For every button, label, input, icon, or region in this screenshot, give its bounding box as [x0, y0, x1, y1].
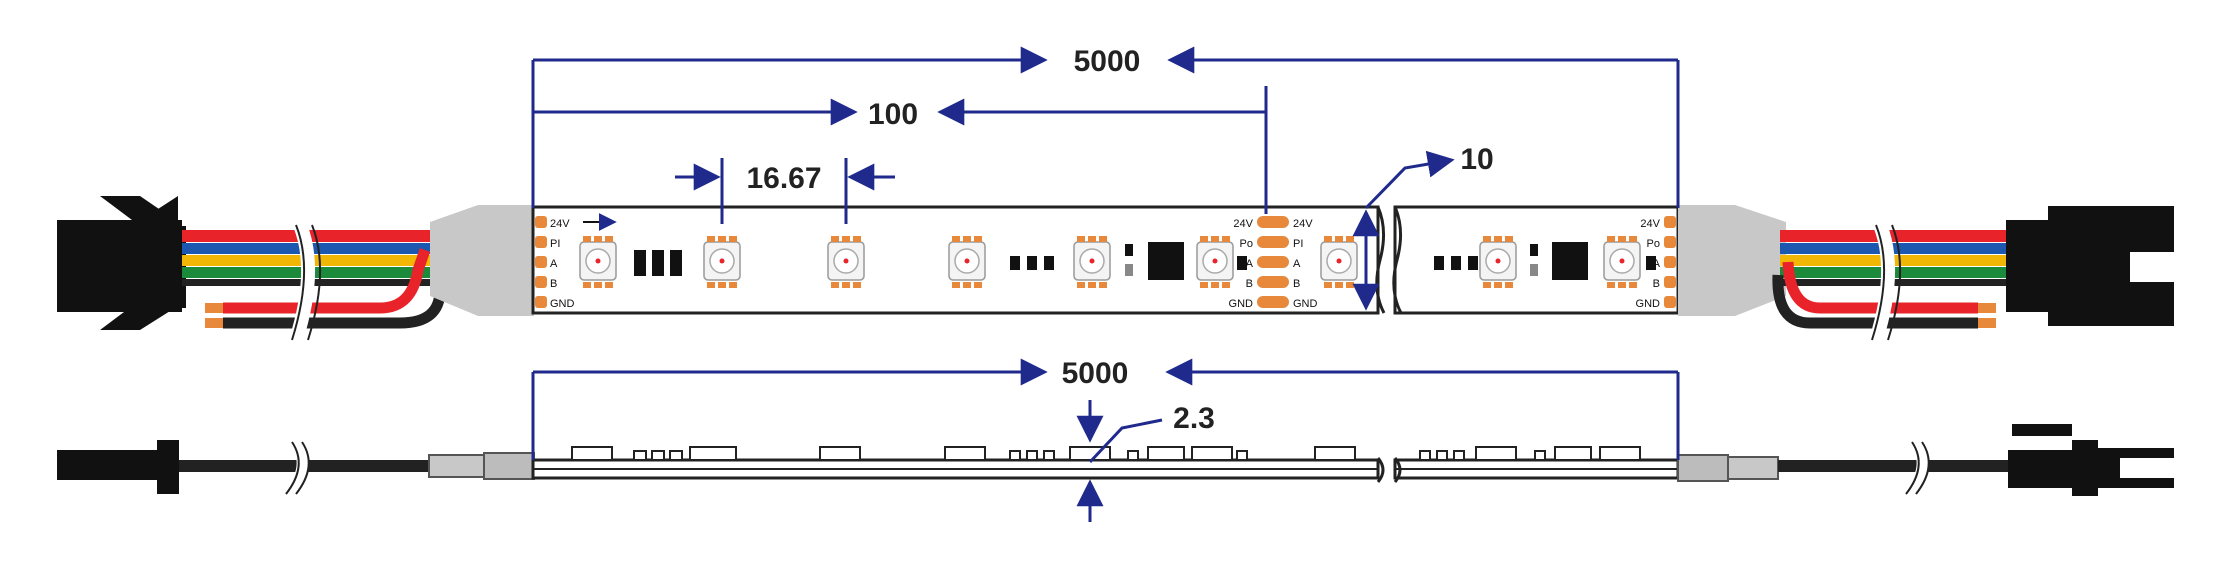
led-chip: [827, 236, 865, 288]
pin-label-mid-left-2: A: [1246, 258, 1254, 270]
pin-label-mid-right-4: GND: [1293, 298, 1318, 310]
pin-label-right-3: B: [1653, 278, 1660, 290]
resistors: [634, 244, 1656, 276]
pin-label-mid-left-1: Po: [1240, 238, 1253, 250]
pin-label-left-4: GND: [550, 298, 575, 310]
dimension-led-pitch: 16.67: [675, 158, 895, 224]
pin-label-mid-right-0: 24V: [1293, 218, 1313, 230]
pin-label-right-4: GND: [1636, 298, 1661, 310]
pin-label-mid-right-3: B: [1293, 278, 1300, 290]
pin-label-mid-left-3: B: [1246, 278, 1253, 290]
cut-length-label: 100: [868, 98, 918, 131]
dimension-side-length: 5000: [531, 357, 1680, 460]
right-pads: [1664, 216, 1676, 308]
side-length-label: 5000: [1062, 357, 1129, 390]
left-pads: [535, 216, 547, 308]
pin-label-mid-left-4: GND: [1229, 298, 1254, 310]
driver-ic: [1148, 242, 1588, 280]
pin-label-left-1: PI: [550, 238, 560, 250]
pin-label-right-0: 24V: [1640, 218, 1660, 230]
pin-label-mid-right-2: A: [1293, 258, 1301, 270]
led-chips: [579, 236, 1641, 288]
left-connector-top: [57, 196, 186, 330]
led-chip: [1320, 236, 1358, 288]
led-chip: [579, 236, 617, 288]
led-chip: [1603, 236, 1641, 288]
pin-label-mid-left-0: 24V: [1233, 218, 1253, 230]
left-wires: [182, 222, 446, 343]
width-label: 10: [1460, 143, 1493, 176]
dimension-strip-length: 5000: [531, 45, 1680, 208]
dimension-cut-length: 100: [533, 86, 1268, 214]
pin-label-mid-right-1: PI: [1293, 238, 1303, 250]
left-sleeve-top: [430, 205, 534, 316]
led-chip: [703, 236, 741, 288]
dimension-width: 10: [1352, 143, 1494, 311]
led-chip: [1479, 236, 1517, 288]
right-sleeve-top: [1678, 205, 1786, 316]
led-pitch-label: 16.67: [746, 162, 821, 195]
pin-label-left-3: B: [550, 278, 557, 290]
thickness-label: 2.3: [1173, 402, 1215, 435]
led-chip: [948, 236, 986, 288]
pin-label-left-2: A: [550, 258, 558, 270]
led-chip: [1073, 236, 1111, 288]
led-chip: [1196, 236, 1234, 288]
pin-label-left-0: 24V: [550, 218, 570, 230]
dimension-thickness: 2.3: [1076, 400, 1215, 522]
right-wires: [1772, 222, 2010, 343]
side-view: [57, 424, 2174, 498]
right-connector-top: [2006, 206, 2174, 326]
pin-label-right-2: A: [1653, 258, 1661, 270]
pin-label-right-1: Po: [1647, 238, 1660, 250]
strip-length-label: 5000: [1074, 45, 1141, 78]
mid-pads: [1257, 216, 1289, 308]
